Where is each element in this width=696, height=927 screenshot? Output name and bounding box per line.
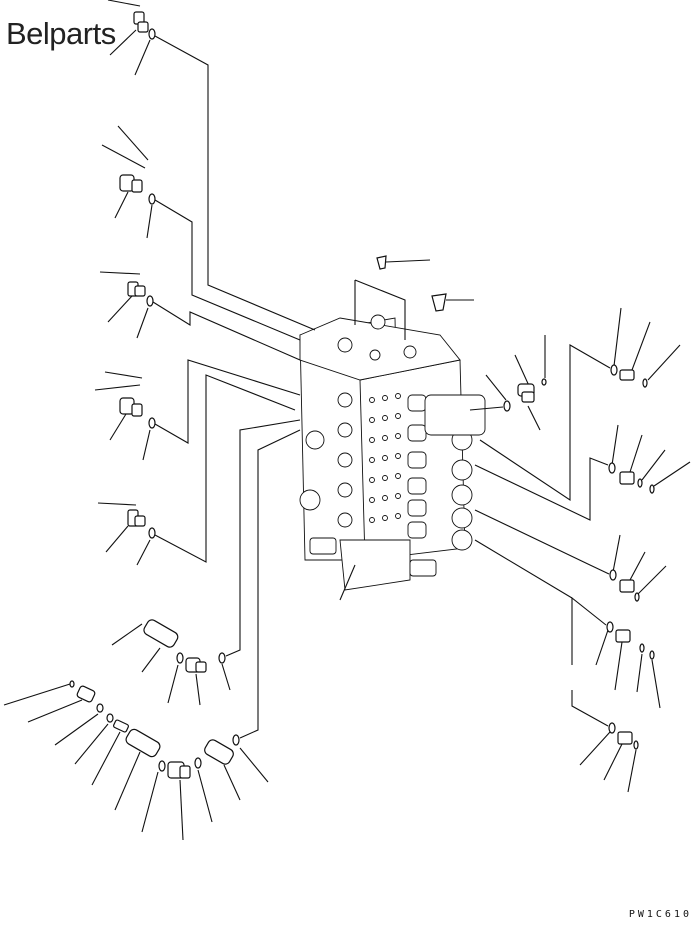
elbow-fitting-icon: [619, 579, 635, 593]
o-ring-icon: [146, 295, 154, 307]
elbow-fitting-icon: [619, 369, 635, 381]
o-ring-icon: [609, 569, 617, 581]
elbow-fitting-icon: [185, 657, 207, 673]
o-ring-icon: [503, 400, 511, 412]
spool-caps: [407, 394, 486, 551]
elbow-fitting-icon: [167, 761, 191, 779]
o-ring-icon: [610, 364, 618, 376]
left-fittings: [3, 0, 316, 841]
elbow-fitting-icon: [119, 397, 143, 417]
o-ring-icon: [148, 527, 156, 539]
leader-line: [339, 564, 356, 601]
drawing-code: PW1C610: [628, 909, 692, 920]
left-spool-caps: [299, 392, 437, 577]
top-caps: [337, 314, 417, 361]
o-ring-icon: [232, 734, 240, 746]
o-ring-icon: [148, 28, 156, 40]
o-ring-icon: [606, 621, 614, 633]
o-ring-icon: [176, 652, 184, 664]
o-ring-icon: [158, 760, 166, 772]
plug-icon: [76, 685, 96, 703]
watermark-logo: Belparts: [6, 16, 116, 51]
o-ring-icon: [194, 757, 202, 769]
check-valve-icon: [125, 728, 161, 758]
check-valve-icon: [204, 739, 234, 765]
elbow-fitting-icon: [617, 731, 633, 745]
o-ring-icon: [218, 652, 226, 664]
elbow-fitting-icon: [119, 174, 143, 193]
o-ring-icon: [148, 193, 156, 205]
o-ring-icon: [148, 417, 156, 429]
o-ring-icon: [608, 722, 616, 734]
elbow-fitting-icon: [615, 629, 631, 643]
elbow-fitting-icon: [517, 383, 535, 403]
spring-icon: [113, 719, 129, 733]
elbow-fitting-icon: [133, 11, 149, 33]
relief-valve-cap-icon: [354, 255, 474, 340]
o-ring-icon: [608, 462, 616, 474]
elbow-fitting-icon: [127, 281, 146, 297]
elbow-fitting-icon: [619, 471, 635, 485]
elbow-fitting-icon: [127, 509, 146, 527]
right-fittings: [469, 307, 691, 793]
valve-port-holes: [369, 393, 401, 523]
check-valve-icon: [143, 619, 179, 648]
control-valve-icon: [299, 314, 486, 591]
